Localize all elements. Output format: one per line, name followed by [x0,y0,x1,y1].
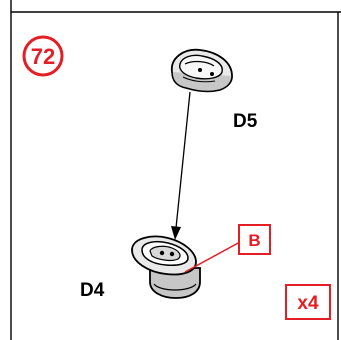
callout-b: B [184,224,271,273]
part-d5-illustration [171,48,233,93]
assembly-arrow [171,91,191,240]
callout-label: B [248,231,260,250]
quantity-badge: x4 [285,284,331,320]
quantity-label: x4 [297,293,319,314]
panel-frame [10,0,341,340]
part-d4-illustration [131,235,201,299]
step-number: 72 [31,44,55,69]
part-label-d4: D4 [80,280,105,301]
part-label-d5: D5 [233,111,258,132]
step-number-badge: 72 [22,35,64,77]
